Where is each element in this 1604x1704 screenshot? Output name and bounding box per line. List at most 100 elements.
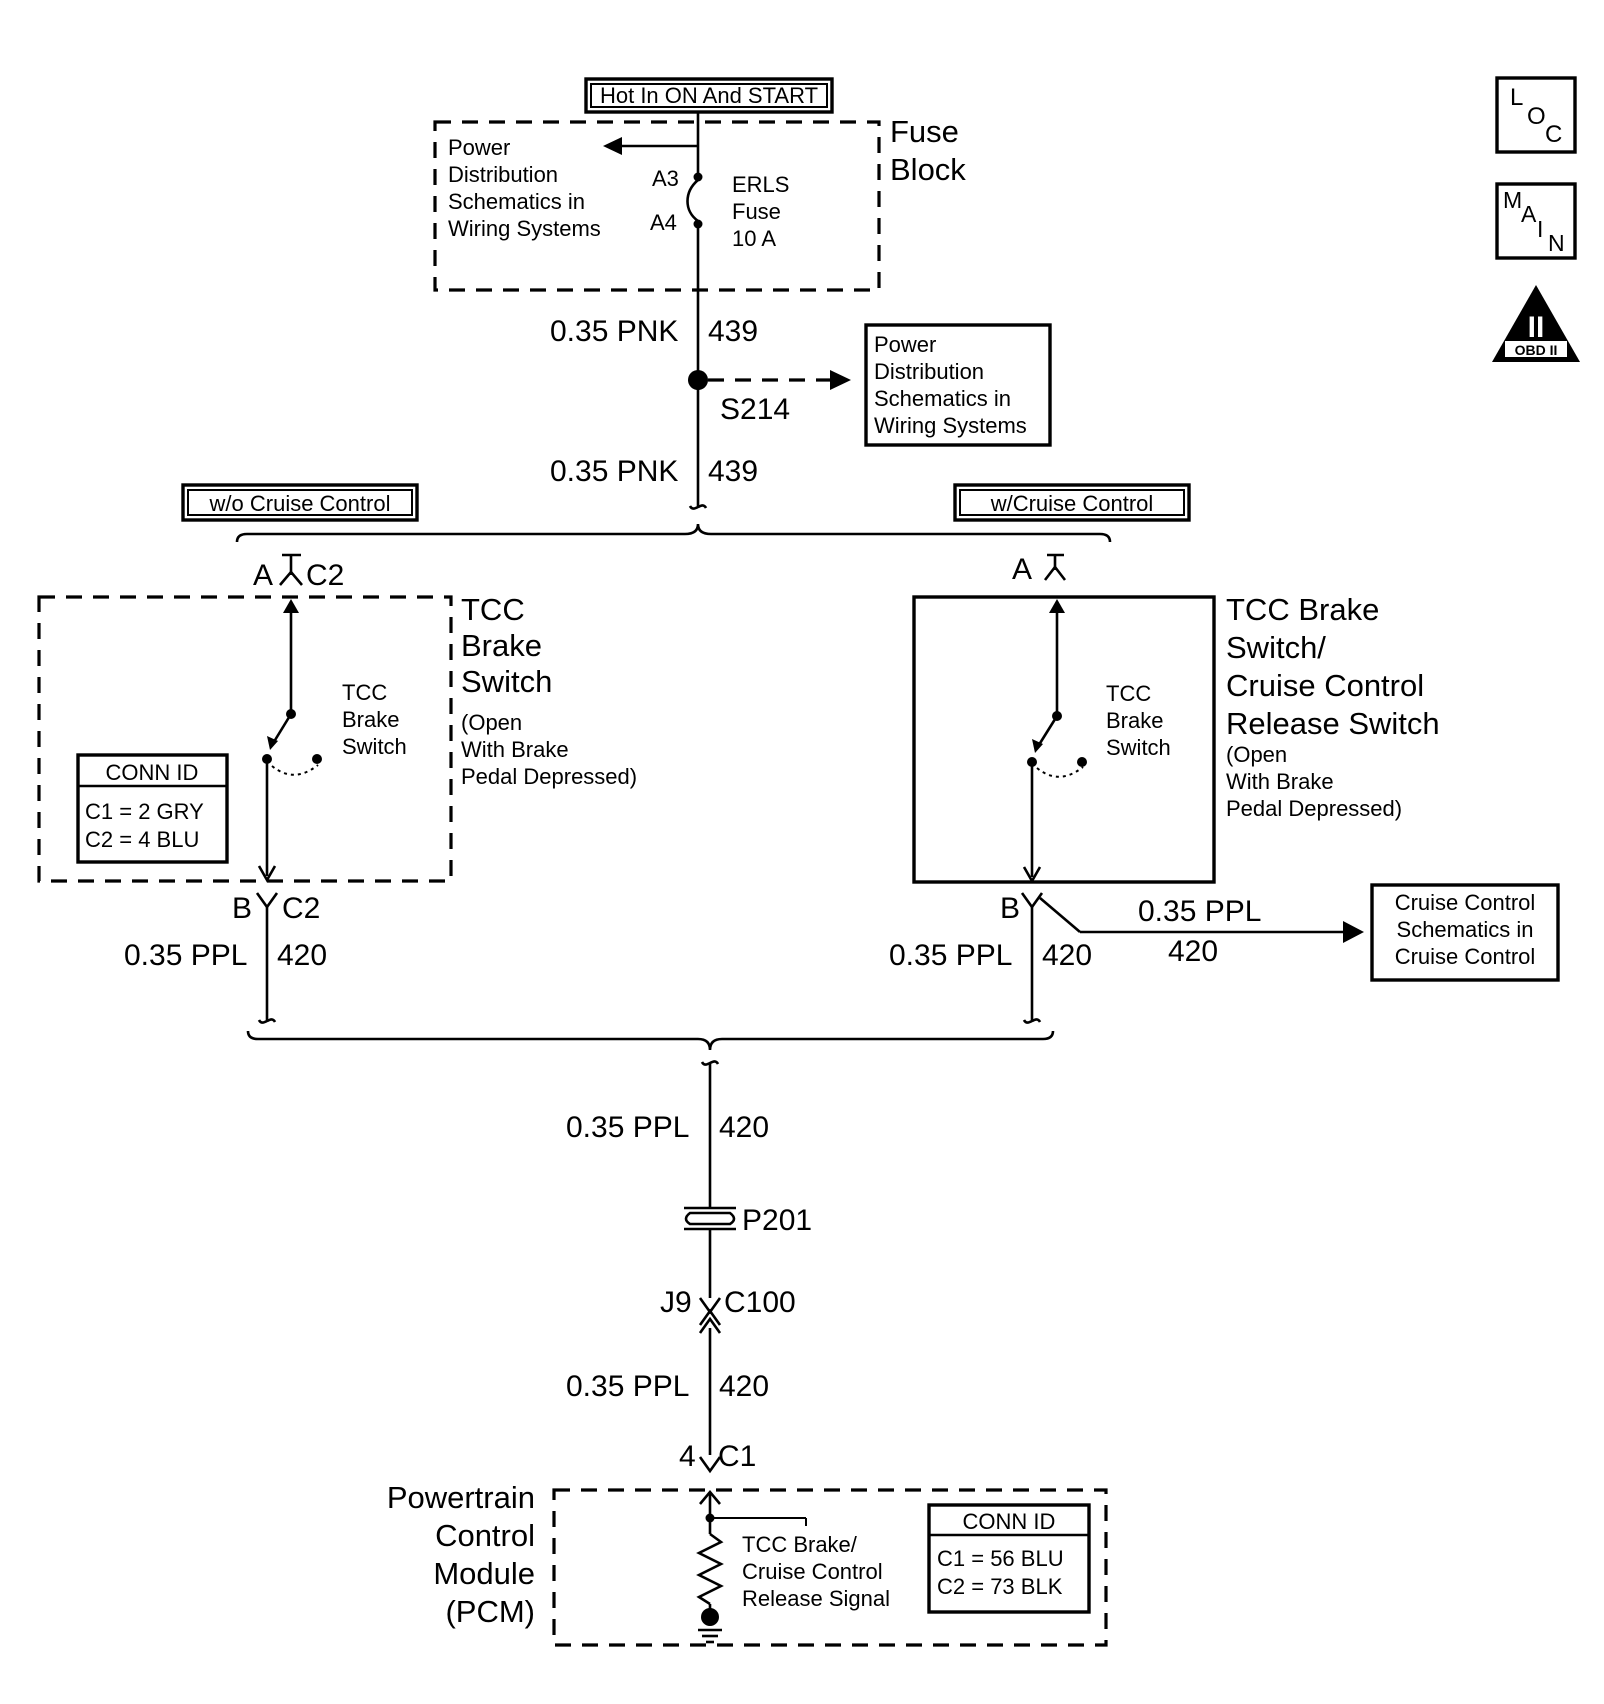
inline-connector-c100: J9 C100 0.35 PPL 420 [566,1229,796,1455]
switch-note: With Brake [461,737,569,762]
connector-pin-label: A [1012,553,1032,586]
option-label-without-cruise: w/o Cruise Control [181,483,419,522]
circuit-number-label: 420 [1042,939,1092,972]
connector-id-label: C2 [282,892,320,925]
switch-note: Pedal Depressed) [461,764,637,789]
pass-through-p201: P201 [684,1204,812,1237]
switch-title: TCC [461,592,525,627]
fuse-label: Fuse [732,199,781,224]
fuse-power-ref: Schematics in [448,189,585,214]
switch-note: Pedal Depressed) [1226,796,1402,821]
switch-label: TCC [342,680,387,705]
circuit-number-label: 420 [277,939,327,972]
switch-label: Switch [1106,735,1171,760]
option-brace-bottom [246,1030,1055,1051]
pcm-title: (PCM) [445,1594,535,1629]
switch-title: Switch/ [1226,630,1326,665]
hot-label-text: Hot In ON And START [600,83,818,108]
option-label-text: w/Cruise Control [990,491,1154,516]
switch-title: Brake [461,628,542,663]
pcm-signal-label: TCC Brake/ [742,1532,858,1557]
pcm-title: Control [435,1518,535,1553]
option-label-text: w/o Cruise Control [209,491,391,516]
switch-note: With Brake [1226,769,1334,794]
switch-label: TCC [1106,681,1151,706]
conn-id-title: CONN ID [963,1509,1056,1534]
option-brace-top [235,523,1112,543]
fuse-block: Fuse Block Power Distribution Schematics… [433,112,966,292]
splice-s214: S214 Power Distribution Schematics in Wi… [688,323,1052,447]
fuse-pin-a4: A4 [650,210,677,235]
splice-ref-text: Wiring Systems [874,413,1027,438]
fuse-label: ERLS [732,172,789,197]
fuse-power-ref: Power [448,135,510,160]
circuit-number-label: 439 [708,455,758,488]
switch-label: Brake [342,707,399,732]
fuse-pin-a3: A3 [652,166,679,191]
loc-badge[interactable]: L O C [1495,76,1577,154]
splice-ref-text: Schematics in [874,386,1011,411]
loc-letter: C [1545,121,1562,148]
wire-size-label: 0.35 PNK [550,315,678,348]
fuse-block-title: Block [890,152,966,187]
connector-id-label: C1 [718,1440,756,1473]
wire-size-label: 0.35 PPL [566,1111,689,1144]
pass-through-label: P201 [742,1204,812,1237]
tcc-brake-cruise-release-switch-right: A TCC Brake Switch/ Cruise Control Relea… [889,553,1560,1024]
switch-title: Release Switch [1226,706,1440,741]
switch-label: Switch [342,734,407,759]
pcm-signal-label: Release Signal [742,1586,890,1611]
fuse-block-title: Fuse [890,114,959,149]
pcm-title: Module [433,1556,535,1591]
main-letter: A [1521,201,1537,227]
wire-size-label: 0.35 PNK [550,455,678,488]
wire-size-label: 0.35 PPL [124,939,247,972]
switch-note: (Open [1226,742,1287,767]
main-letter: N [1548,230,1565,256]
splice-ref-text: Power [874,332,936,357]
cruise-ref-text: Cruise Control [1395,944,1536,969]
circuit-number-label: 439 [708,315,758,348]
hot-in-on-start-label: Hot In ON And START [584,77,834,114]
main-letter: M [1503,187,1522,213]
powertrain-control-module: 4 C1 Powertrain Control Module (PCM) TCC… [387,1440,1108,1647]
conn-id-line: C1 = 2 GRY [85,799,204,824]
connector-pin-label: B [232,892,252,925]
fuse-label: 10 A [732,226,776,251]
conn-id-line: C2 = 73 BLK [937,1574,1063,1599]
cruise-ref-text: Cruise Control [1395,890,1536,915]
cruise-ref-text: Schematics in [1397,917,1534,942]
main-letter: I [1537,216,1543,242]
conn-id-title: CONN ID [106,760,199,785]
connector-id-label: C100 [724,1286,796,1319]
obd-text: OBD II [1515,342,1558,358]
fuse-power-ref: Distribution [448,162,558,187]
splice-ref-text: Distribution [874,359,984,384]
obd-ii-badge[interactable]: II OBD II [1492,285,1580,362]
connector-pin-label: A [253,559,273,592]
loc-letter: L [1510,84,1523,111]
conn-id-line: C1 = 56 BLU [937,1546,1064,1571]
option-label-with-cruise: w/Cruise Control [953,483,1191,522]
wire-size-label: 0.35 PPL [566,1370,689,1403]
connector-pin-label: J9 [660,1286,692,1319]
connector-pin-label: B [1000,892,1020,925]
connector-id-label: C2 [306,559,344,592]
wire-size-label: 0.35 PPL [1138,895,1261,928]
feed-wire-439: 0.35 PNK 439 0.35 PNK 439 [550,290,758,510]
circuit-number-label: 420 [719,1370,769,1403]
pcm-signal-label: Cruise Control [742,1559,883,1584]
tcc-brake-switch-left: A C2 TCC Brake Switch (Open With Brake P… [37,553,637,1024]
loc-letter: O [1527,103,1546,130]
signal-wire-420: 0.35 PPL 420 [566,1060,769,1208]
switch-title: TCC Brake [1226,592,1379,627]
switch-title: Switch [461,664,552,699]
obd-numeral: II [1528,311,1545,344]
switch-label: Brake [1106,708,1163,733]
main-badge[interactable]: M A I N [1495,182,1577,260]
wire-size-label: 0.35 PPL [889,939,1012,972]
circuit-number-label: 420 [1168,935,1218,968]
switch-note: (Open [461,710,522,735]
fuse-power-ref: Wiring Systems [448,216,601,241]
